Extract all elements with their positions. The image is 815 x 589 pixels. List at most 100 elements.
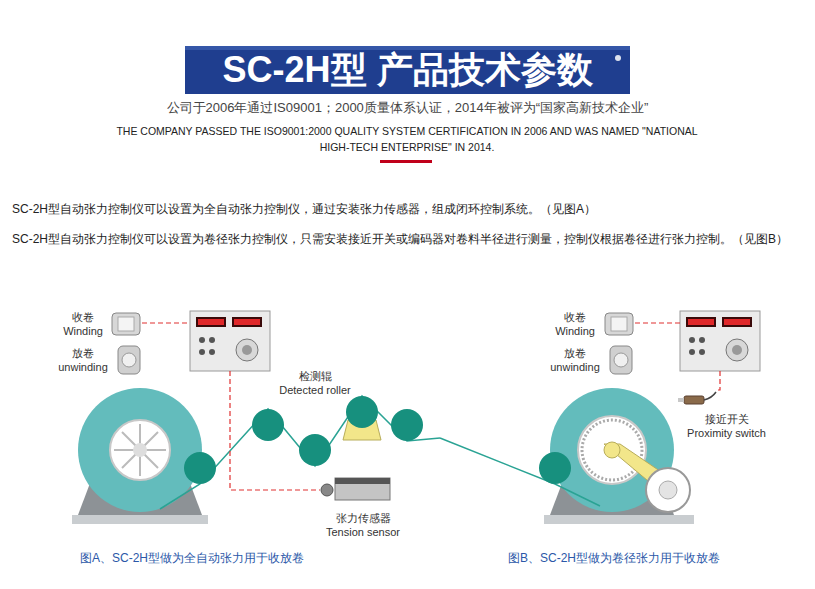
label-english: unwinding	[548, 360, 602, 374]
brake-icon	[112, 313, 140, 335]
controller-unit	[726, 339, 748, 361]
controller-unit	[198, 319, 224, 325]
title-text: SC-2H型 产品技术参数	[185, 49, 630, 91]
brake-icon	[122, 353, 136, 367]
guide-roller	[539, 452, 571, 484]
controller-unit	[232, 317, 262, 327]
figure-caption: 图B、SC-2H型做为卷径张力用于收放卷	[508, 550, 808, 567]
unwinding-label: 放卷unwinding	[548, 346, 602, 374]
controller-unit	[688, 319, 714, 325]
web-line	[440, 438, 600, 506]
material-roll	[550, 388, 690, 512]
label-chinese: 收卷	[553, 310, 597, 324]
proximity-switch-icon	[678, 398, 684, 402]
winding-label: 收卷Winding	[61, 310, 105, 338]
controller-unit	[236, 339, 258, 361]
material-roll	[646, 468, 690, 512]
label-chinese: 接近开关	[685, 412, 768, 426]
proximity-switch-icon	[704, 392, 716, 400]
controller-unit	[680, 311, 760, 371]
tension-sensor-icon	[321, 484, 333, 496]
tension-sensor-icon	[335, 478, 390, 484]
material-roll	[604, 442, 620, 458]
proximity-switch-label: 接近开关Proximity switch	[685, 412, 768, 440]
label-chinese: 张力传感器	[324, 511, 402, 525]
tension-sensor-label: 张力传感器Tension sensor	[324, 511, 402, 539]
label-chinese: 收卷	[61, 310, 105, 324]
title-banner	[185, 46, 630, 94]
controller-unit	[242, 345, 252, 355]
label-chinese: 放卷	[56, 346, 110, 360]
brake-icon	[610, 346, 632, 374]
controller-unit	[196, 317, 226, 327]
subtitle-english: THE COMPANY PASSED THE ISO9001:2000 QUAL…	[112, 123, 702, 155]
label-english: Winding	[553, 324, 597, 338]
brake-icon	[605, 313, 633, 335]
controller-unit	[724, 319, 750, 325]
signal-wire	[716, 371, 720, 390]
signal-wire	[635, 322, 680, 323]
unwinding-label: 放卷unwinding	[56, 346, 110, 374]
brake-icon	[611, 317, 627, 331]
tension-sensor-icon	[321, 478, 390, 500]
label-english: Winding	[61, 324, 105, 338]
proximity-switch-icon	[684, 396, 704, 404]
signal-wire	[142, 322, 190, 323]
brake-icon	[118, 317, 134, 331]
label-english: Tension sensor	[324, 525, 402, 539]
roll-stand	[72, 515, 208, 524]
material-roll	[110, 420, 170, 480]
controller-unit	[686, 317, 716, 327]
controller-unit	[190, 311, 270, 371]
red-rule	[380, 160, 432, 163]
web-line	[160, 396, 440, 509]
material-roll	[114, 424, 166, 476]
label-english: Proximity switch	[685, 426, 768, 440]
winding-label: 收卷Winding	[553, 310, 597, 338]
controller-unit	[722, 317, 752, 327]
description-text: SC-2H型自动张力控制仪可以设置为全自动张力控制仪，通过安装张力传感器，组成闭…	[12, 201, 807, 218]
brake-icon	[605, 313, 633, 374]
controller-unit	[234, 319, 260, 325]
label-english: Detected roller	[277, 383, 353, 397]
guide-roller	[184, 396, 423, 484]
subtitle-text: 公司于2006年通过IS09001；2000质量体系认证，2014年被评为“国家…	[0, 99, 815, 117]
guide-roller	[391, 409, 423, 441]
title-banner	[615, 55, 621, 61]
signal-wire	[635, 323, 720, 390]
controller-unit	[732, 345, 742, 355]
guide-roller	[252, 409, 284, 441]
controller-unit	[209, 349, 215, 355]
figure-caption: 图A、SC-2H型做为全自动张力用于收放卷	[80, 550, 400, 567]
label-chinese: 检测辊	[277, 369, 353, 383]
detected-roller-label: 检测辊Detected roller	[277, 369, 353, 397]
roll-stand	[544, 515, 694, 524]
brake-icon	[112, 313, 140, 374]
signal-wire	[142, 323, 320, 490]
controller-unit	[199, 349, 205, 355]
brake-icon	[614, 353, 628, 367]
material-roll	[582, 420, 642, 480]
controller-unit	[689, 349, 695, 355]
material-roll	[78, 388, 202, 512]
controller-unit	[199, 337, 205, 343]
title-banner	[185, 46, 630, 94]
material-roll	[578, 416, 646, 484]
guide-roller	[346, 396, 378, 428]
material-roll	[78, 388, 202, 512]
controller-unit	[190, 311, 270, 371]
material-roll	[659, 481, 677, 499]
proximity-switch-icon	[678, 392, 716, 404]
controller-unit	[209, 337, 215, 343]
controller-unit	[689, 337, 695, 343]
label-chinese: 放卷	[548, 346, 602, 360]
brake-icon	[118, 346, 140, 374]
label-english: unwinding	[56, 360, 110, 374]
guide-roller	[184, 452, 216, 484]
material-roll	[133, 443, 147, 457]
controller-unit	[680, 311, 760, 371]
controller-unit	[699, 349, 705, 355]
tension-sensor-icon	[335, 478, 390, 500]
description-text: SC-2H型自动张力控制仪可以设置为卷径张力控制仪，只需安装接近开关或编码器对卷…	[12, 231, 807, 248]
